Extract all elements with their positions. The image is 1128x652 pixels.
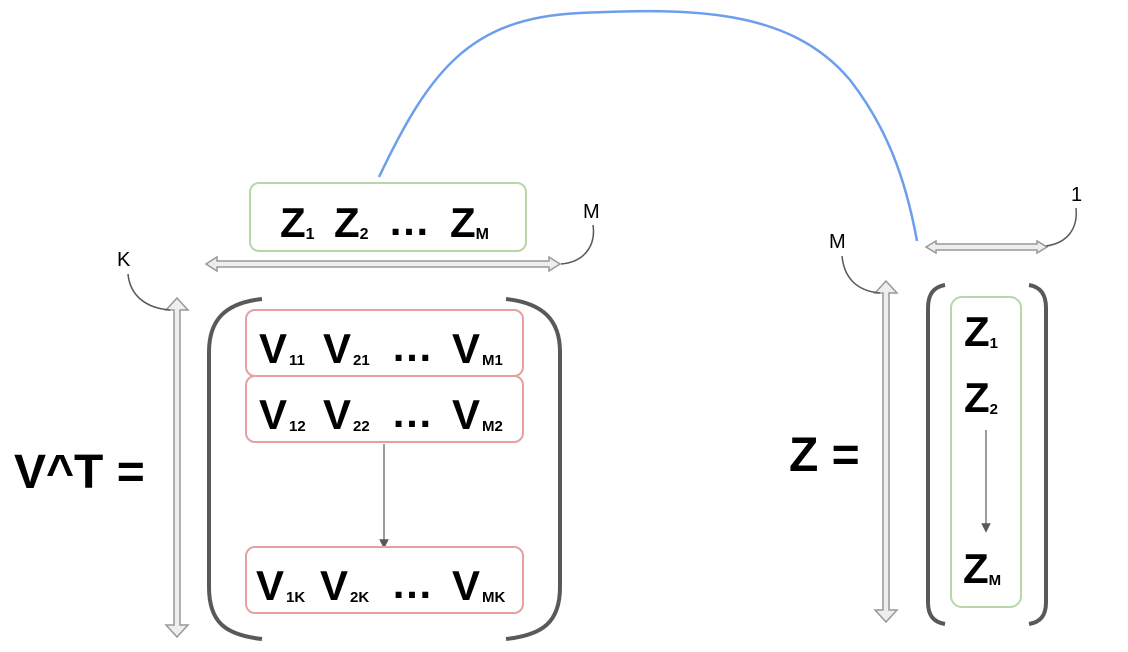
z-width-label: 1 [1071,184,1082,206]
top-row-z1: Z1 [280,199,315,246]
vt-height-arrow [164,296,190,639]
vt-label: V^T = [14,446,145,499]
z-width-callout [1045,207,1077,247]
top-row-zm: ZM [450,199,489,246]
vt-row-k-box [245,546,524,614]
z-column-z2: Z2 [964,374,998,421]
z-left-bracket [926,283,946,626]
z-label: Z = [789,429,860,482]
z-column-zm: ZM [963,545,1001,592]
top-row-ellipsis: … [388,197,430,244]
z-height-arrow [873,279,899,624]
z-height-label: M [829,231,846,253]
top-width-callout [560,224,595,265]
vt-right-bracket [505,297,562,641]
top-row-box [249,182,527,252]
vt-row-1-ellipsis: … [391,323,433,370]
z-right-bracket [1028,283,1048,626]
vt-height-label: K [117,249,131,271]
z-height-callout [841,255,881,294]
z-width-arrow [924,239,1049,255]
connector-curve [377,9,919,242]
vt-height-callout [127,273,171,311]
top-width-label: M [583,201,600,223]
top-width-arrow [204,255,562,273]
vt-row-k-ellipsis: … [391,560,433,607]
vt-left-bracket [207,297,263,641]
z-column-z1: Z1 [964,308,998,355]
vt-row-2-box [245,375,524,443]
top-row-z2: Z2 [334,199,369,246]
vt-row-2-ellipsis: … [391,389,433,436]
